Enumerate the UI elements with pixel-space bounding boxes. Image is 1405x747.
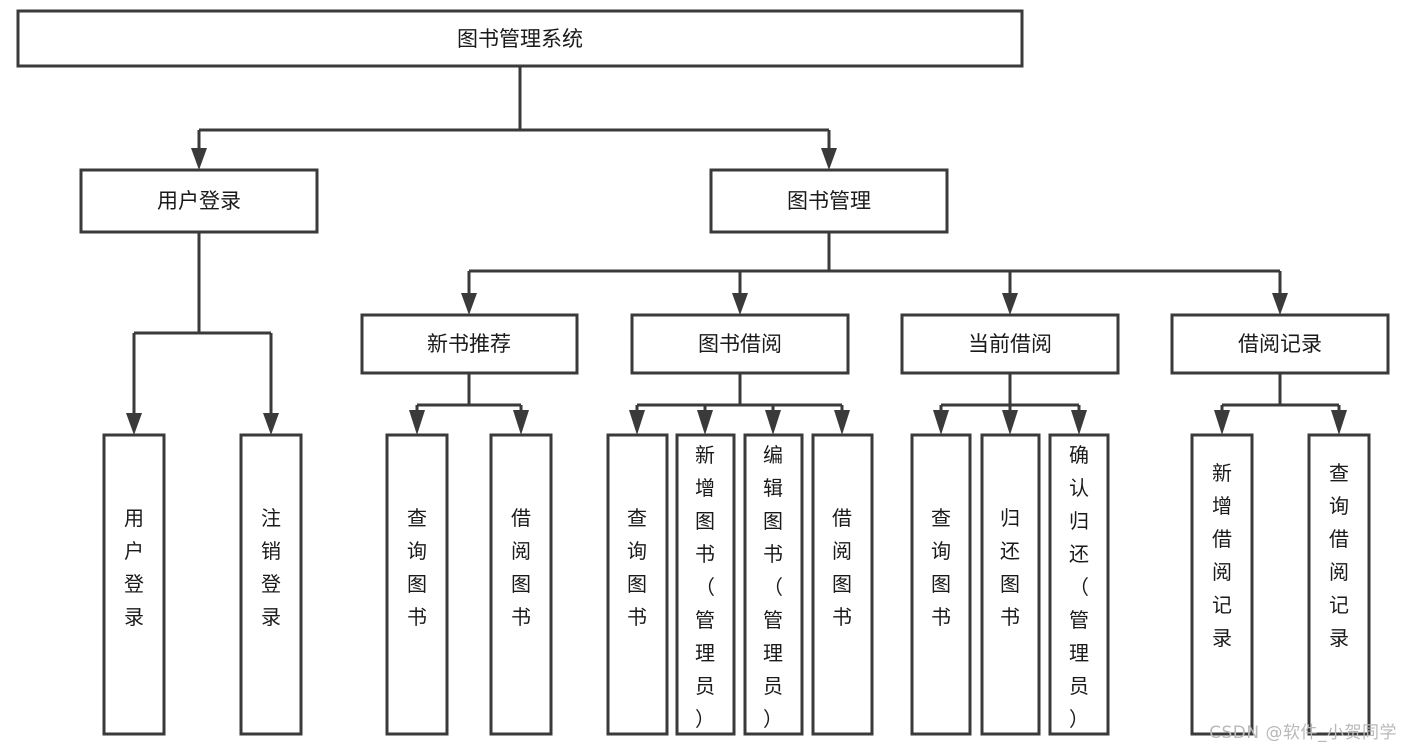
arrow-newbook-l1 xyxy=(409,410,425,435)
leaf-box[interactable] xyxy=(1048,433,1110,736)
node-book-management-label: 图书管理 xyxy=(787,189,871,213)
arrow-user-leaf2 xyxy=(263,413,279,435)
leaf-label: 用户登录 xyxy=(124,506,144,629)
leaf-box[interactable] xyxy=(910,433,972,736)
leaf-box[interactable] xyxy=(675,433,736,736)
arrow-current-l2 xyxy=(1002,410,1018,435)
leaf-node[interactable]: 归还图书 xyxy=(980,433,1041,736)
leaf-node[interactable]: 借阅图书 xyxy=(489,433,553,736)
node-user-login-box[interactable] xyxy=(79,168,319,234)
leaf-label: 借阅图书 xyxy=(832,506,852,629)
arrow-borrow-l3 xyxy=(765,410,781,435)
connector-layer xyxy=(126,66,1347,435)
arrow-user-leaf1 xyxy=(126,413,142,435)
leaf-label: 注销登录 xyxy=(261,506,281,629)
leaf-label: 新增借阅记录 xyxy=(1212,461,1232,650)
leaf-box[interactable] xyxy=(102,433,166,736)
node-root-box[interactable] xyxy=(16,9,1024,68)
arrow-book-to-n3 xyxy=(1002,293,1018,315)
leaf-label: 查询借阅记录 xyxy=(1329,461,1349,650)
leaf-label: 新增图书（管理员） xyxy=(695,443,715,731)
node-book-management-box[interactable] xyxy=(709,168,949,234)
arrow-root-to-book xyxy=(821,148,837,170)
leaf-node[interactable]: 注销登录 xyxy=(239,433,303,736)
arrow-book-to-n1 xyxy=(461,293,477,315)
leaf-node[interactable]: 新增图书（管理员） xyxy=(675,433,736,736)
leaf-node[interactable]: 借阅图书 xyxy=(811,433,874,736)
node-book-management[interactable]: 图书管理 xyxy=(709,168,949,234)
leaf-box[interactable] xyxy=(385,433,449,736)
arrow-borrow-l4 xyxy=(834,410,850,435)
leaf-box[interactable] xyxy=(980,433,1041,736)
leaf-label: 编辑图书（管理员） xyxy=(763,443,783,731)
leaf-label: 借阅图书 xyxy=(511,506,531,629)
node-current-borrow-label: 当前借阅 xyxy=(968,332,1052,356)
leaf-node[interactable]: 查询图书 xyxy=(606,433,669,736)
node-user-login-label: 用户登录 xyxy=(157,189,241,213)
node-book-borrow-box[interactable] xyxy=(630,313,850,375)
leaf-label: 归还图书 xyxy=(1000,506,1020,629)
arrow-current-l1 xyxy=(933,410,949,435)
node-root-label: 图书管理系统 xyxy=(457,27,583,51)
node-root[interactable]: 图书管理系统 xyxy=(16,9,1024,68)
arrow-current-l3 xyxy=(1071,410,1087,435)
arrow-root-to-user xyxy=(191,148,207,170)
leaf-box[interactable] xyxy=(606,433,669,736)
leaf-box[interactable] xyxy=(239,433,303,736)
node-new-book-recommend-box[interactable] xyxy=(360,313,579,375)
leaf-node[interactable]: 查询图书 xyxy=(385,433,449,736)
leaf-node[interactable]: 编辑图书（管理员） xyxy=(743,433,804,736)
node-current-borrow[interactable]: 当前借阅 xyxy=(900,313,1120,375)
node-new-book-recommend[interactable]: 新书推荐 xyxy=(360,313,579,375)
arrow-book-to-n2 xyxy=(732,293,748,315)
leaf-box[interactable] xyxy=(743,433,804,736)
arrow-borrow-l1 xyxy=(629,410,645,435)
arrow-record-l1 xyxy=(1214,410,1230,435)
arrow-book-to-n4 xyxy=(1272,293,1288,315)
leaf-label: 查询图书 xyxy=(407,506,427,629)
node-borrow-record[interactable]: 借阅记录 xyxy=(1170,313,1390,375)
leaf-layer: 用户登录 注销登录 查询图书 借阅图书 查询图书 新增图书（管理员） 编辑图书（… xyxy=(102,433,1371,736)
leaf-node[interactable]: 查询借阅记录 xyxy=(1307,433,1371,736)
leaf-box[interactable] xyxy=(811,433,874,736)
node-borrow-record-box[interactable] xyxy=(1170,313,1390,375)
node-borrow-record-label: 借阅记录 xyxy=(1238,332,1322,356)
leaf-label: 确认归还（管理员） xyxy=(1069,443,1089,731)
arrow-newbook-l2 xyxy=(513,410,529,435)
node-book-borrow-label: 图书借阅 xyxy=(698,332,782,356)
leaf-box[interactable] xyxy=(489,433,553,736)
node-book-borrow[interactable]: 图书借阅 xyxy=(630,313,850,375)
leaf-label: 查询图书 xyxy=(627,506,647,629)
leaf-node[interactable]: 确认归还（管理员） xyxy=(1048,433,1110,736)
leaf-box[interactable] xyxy=(1190,433,1254,736)
arrow-borrow-l2 xyxy=(697,410,713,435)
leaf-box[interactable] xyxy=(1307,433,1371,736)
node-current-borrow-box[interactable] xyxy=(900,313,1120,375)
node-user-login[interactable]: 用户登录 xyxy=(79,168,319,234)
node-new-book-recommend-label: 新书推荐 xyxy=(427,332,511,356)
leaf-node[interactable]: 查询图书 xyxy=(910,433,972,736)
leaf-label: 查询图书 xyxy=(931,506,951,629)
leaf-node[interactable]: 用户登录 xyxy=(102,433,166,736)
leaf-node[interactable]: 新增借阅记录 xyxy=(1190,433,1254,736)
arrow-record-l2 xyxy=(1331,410,1347,435)
